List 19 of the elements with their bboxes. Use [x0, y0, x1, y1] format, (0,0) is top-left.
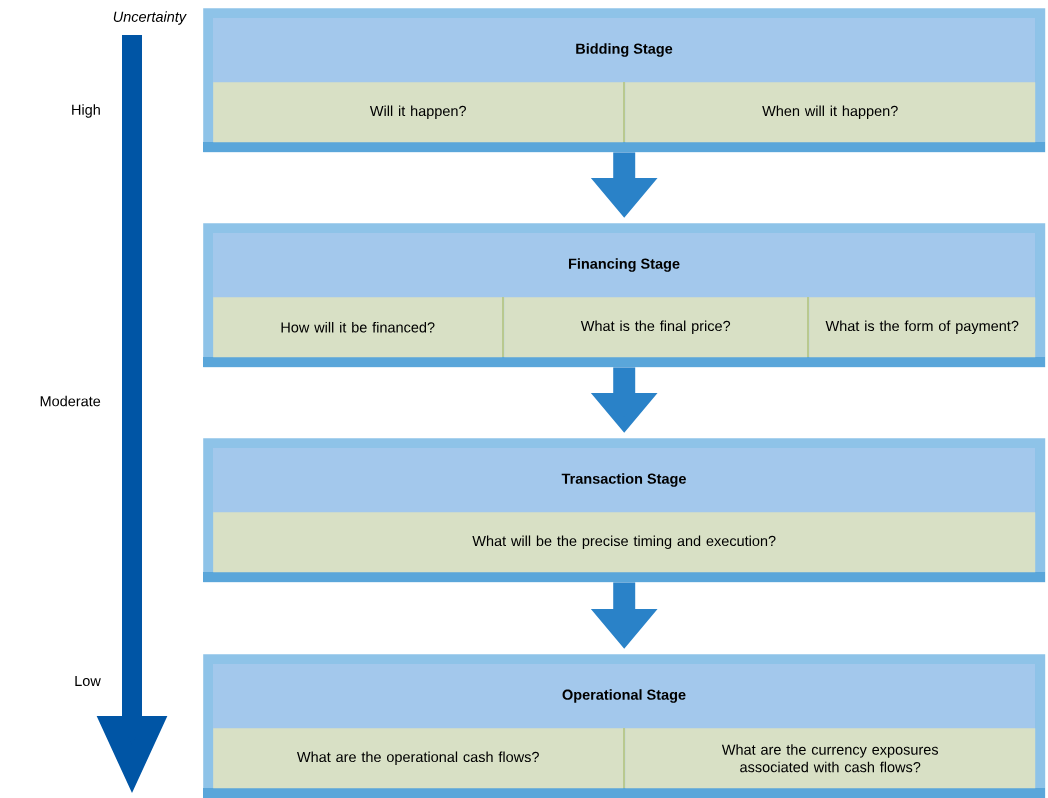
question-cell: What is the final price?	[504, 297, 808, 358]
level-label: Low	[75, 675, 101, 687]
axis-title: Uncertainty	[113, 11, 187, 25]
question-cell: How will it be financed?	[213, 297, 503, 358]
question-cell: Will it happen?	[213, 82, 624, 143]
node-label: When will it happen?	[762, 105, 898, 119]
node-label: What are the currency exposures associated with cash flows?	[721, 744, 939, 773]
question-cell: What are the operational cash flows?	[213, 728, 624, 789]
question-cell: When will it happen?	[625, 82, 1036, 143]
node-label: Will it happen?	[369, 105, 466, 119]
node-label: What is the final price?	[580, 320, 731, 334]
question-cell: What will be the precise timing and execution?	[213, 512, 1036, 573]
level-label: Moderate	[40, 395, 101, 407]
question-cell: What are the currency exposures associated with cash flows?	[625, 728, 1036, 789]
node-label: How will it be financed?	[281, 321, 435, 333]
node-label: What is the form of payment?	[825, 320, 1019, 334]
level-label: High	[72, 104, 100, 118]
question-cell: What is the form of payment?	[809, 297, 1036, 358]
node-label: What are the operational cash flows?	[296, 751, 539, 765]
